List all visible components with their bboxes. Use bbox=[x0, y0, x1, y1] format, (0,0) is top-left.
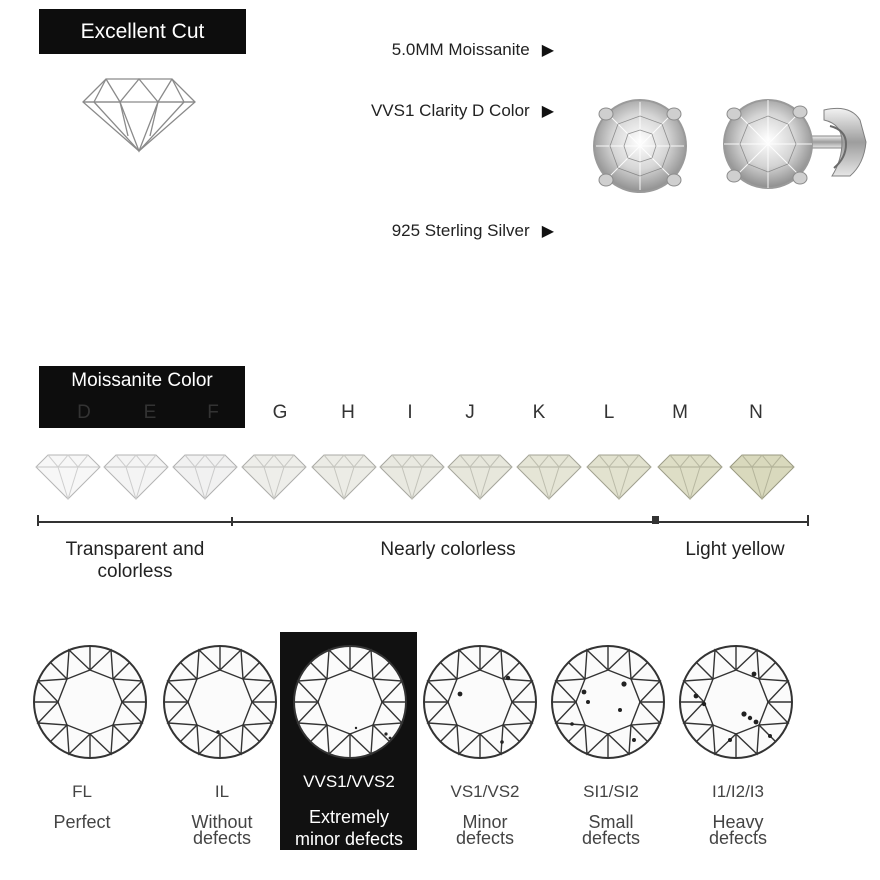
gem-grade-i bbox=[379, 454, 445, 500]
gem-grade-j bbox=[447, 454, 513, 500]
cut-badge: Excellent Cut bbox=[39, 9, 246, 54]
clarity-item-vs: VS1/VS2 Minor defects bbox=[450, 782, 520, 848]
clarity-si-diagram bbox=[551, 645, 665, 759]
arrow-right-icon: ▶ bbox=[541, 223, 554, 240]
clarity-vs-diagram bbox=[423, 645, 537, 759]
clarity-item-i: I1/I2/I3 Heavy defects bbox=[708, 782, 768, 848]
gem-grade-n bbox=[729, 454, 795, 500]
clarity-item-il: IL Without defects bbox=[191, 782, 253, 848]
clarity-diagram-row bbox=[33, 645, 793, 759]
range-label-nearly-colorless: Nearly colorless bbox=[380, 539, 516, 560]
grade-letter: F bbox=[207, 402, 219, 423]
diamond-outline-icon bbox=[82, 77, 196, 153]
grade-letter: I bbox=[407, 402, 413, 423]
gem-grade-m bbox=[657, 454, 723, 500]
range-label-light-yellow: Light yellow bbox=[685, 539, 785, 560]
feature-material: 925 Sterling Silver ▶ bbox=[391, 221, 554, 240]
clarity-item-si: SI1/SI2 Small defects bbox=[581, 782, 641, 848]
range-bracket bbox=[37, 515, 809, 526]
gem-grade-h bbox=[311, 454, 377, 500]
earring-front-image bbox=[593, 99, 687, 193]
grade-letter: K bbox=[532, 402, 546, 423]
grade-letter: E bbox=[143, 402, 157, 423]
gem-grade-d bbox=[35, 454, 101, 500]
feature-clarity: VVS1 Clarity D Color ▶ bbox=[370, 101, 554, 120]
range-label-colorless: Transparent and colorless bbox=[65, 539, 205, 582]
arrow-right-icon: ▶ bbox=[541, 42, 554, 59]
gem-grade-k bbox=[516, 454, 582, 500]
clarity-il-diagram bbox=[163, 645, 277, 759]
grade-letter: L bbox=[603, 402, 615, 423]
color-gem-row bbox=[35, 454, 795, 500]
grade-letter: D bbox=[77, 402, 91, 423]
arrow-right-icon: ▶ bbox=[541, 103, 554, 120]
clarity-item-fl: FL Perfect bbox=[53, 782, 111, 832]
grade-letter: H bbox=[341, 402, 355, 423]
color-scale-title: Moissanite Color bbox=[71, 370, 213, 391]
grade-letter: N bbox=[749, 402, 763, 423]
earring-side-image bbox=[723, 99, 867, 189]
cut-label: Excellent Cut bbox=[80, 19, 205, 43]
gem-grade-g bbox=[241, 454, 307, 500]
gem-grade-f bbox=[172, 454, 238, 500]
color-badge: Moissanite Color bbox=[39, 366, 245, 428]
feature-size: 5.0MM Moissanite ▶ bbox=[391, 40, 554, 59]
grade-letter: J bbox=[465, 402, 475, 423]
gem-grade-l bbox=[586, 454, 652, 500]
clarity-fl-diagram bbox=[33, 645, 147, 759]
clarity-item-vvs: VVS1/VVS2 Extremely minor defects bbox=[294, 772, 404, 849]
grade-letter: M bbox=[672, 402, 688, 423]
clarity-vvs-diagram bbox=[293, 645, 407, 759]
clarity-i-diagram bbox=[679, 645, 793, 759]
gem-grade-e bbox=[103, 454, 169, 500]
grade-letter: G bbox=[272, 402, 288, 423]
